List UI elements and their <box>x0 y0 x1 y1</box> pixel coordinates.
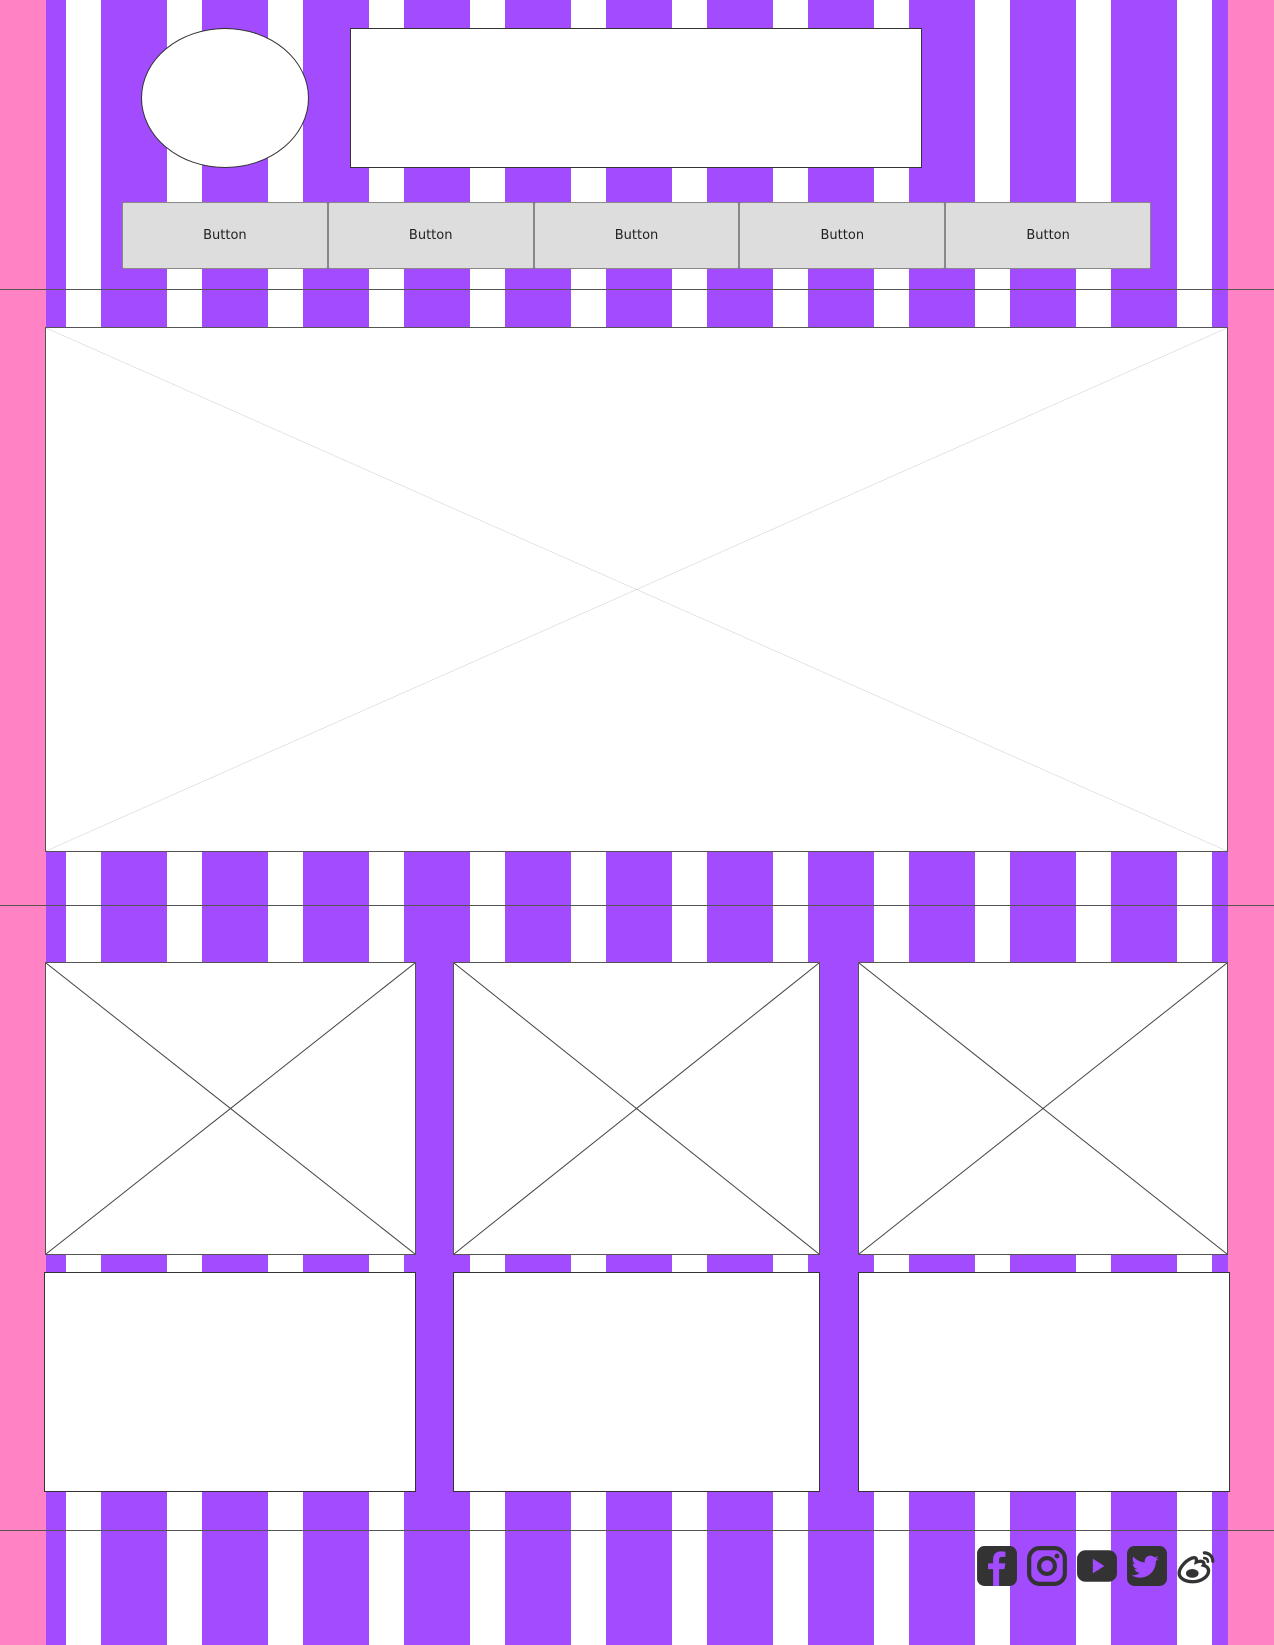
hero-image-placeholder <box>45 327 1228 852</box>
youtube-icon[interactable] <box>1076 1545 1118 1587</box>
nav-button-2[interactable]: Button <box>327 202 534 269</box>
site-title-box <box>350 28 922 168</box>
logo-placeholder[interactable] <box>141 28 309 168</box>
nav-button-1[interactable]: Button <box>122 202 328 269</box>
card-image-placeholder-2 <box>453 962 820 1255</box>
card-text-box-2 <box>453 1272 820 1492</box>
section-divider <box>0 905 1274 906</box>
twitter-icon[interactable] <box>1126 1545 1168 1587</box>
nav-bar: Button Button Button Button Button <box>122 202 1151 269</box>
card-image-placeholder-1 <box>45 962 416 1255</box>
facebook-icon[interactable] <box>976 1545 1018 1587</box>
instagram-icon[interactable] <box>1026 1545 1068 1587</box>
section-divider <box>0 1530 1274 1531</box>
social-icons <box>976 1543 1218 1589</box>
weibo-icon[interactable] <box>1176 1545 1218 1587</box>
nav-button-4[interactable]: Button <box>739 202 946 269</box>
card-text-box-3 <box>858 1272 1230 1492</box>
card-image-placeholder-3 <box>858 962 1228 1255</box>
nav-button-5[interactable]: Button <box>945 202 1151 269</box>
card-text-box-1 <box>44 1272 416 1492</box>
nav-button-3[interactable]: Button <box>533 202 740 269</box>
section-divider <box>0 289 1274 290</box>
